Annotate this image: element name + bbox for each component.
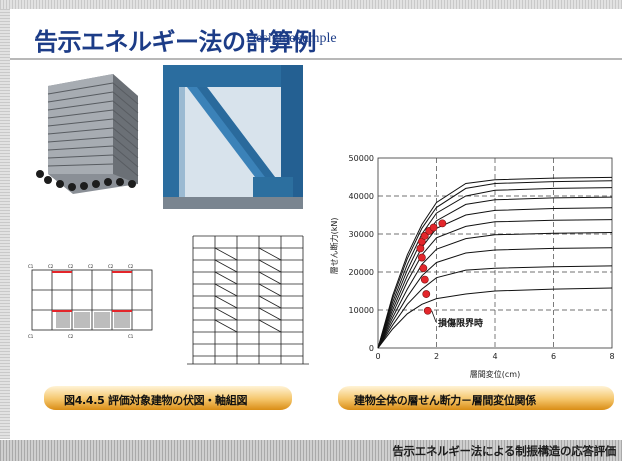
top-pattern-band [0, 0, 622, 9]
damage-point [419, 264, 428, 273]
x-axis-label: 層間変位(cm) [470, 369, 520, 379]
damage-point [429, 223, 438, 232]
frame-elevation-drawing [185, 226, 323, 374]
x-tick-label: 6 [551, 352, 556, 361]
svg-text:C2: C2 [108, 264, 114, 269]
damage-point [420, 275, 429, 284]
y-tick-label: 20000 [349, 268, 374, 277]
footer-title: 告示エネルギー法による制振構造の応答評価 [392, 444, 616, 458]
shear-drift-chart: 層せん断力(kN) 層間変位(cm) 0 10000 20000 30000 40000… [329, 154, 615, 379]
right-caption-pill [338, 386, 614, 410]
chart-grid [377, 157, 613, 349]
annotation-label: 損傷限界時 [438, 317, 483, 329]
y-tick-label: 0 [369, 344, 374, 353]
x-tick-label: 8 [609, 352, 614, 361]
damage-point [417, 253, 426, 262]
svg-text:C1: C1 [28, 334, 34, 339]
svg-text:C2: C2 [88, 264, 94, 269]
slide-subtitle: Design example [246, 31, 337, 46]
y-tick-label: 40000 [349, 192, 374, 201]
series-line-8 [377, 187, 613, 349]
damage-limit-points [416, 219, 447, 323]
brace-damper-photo [163, 65, 303, 209]
series-line-4 [377, 232, 613, 349]
y-tick-label: 50000 [349, 154, 374, 163]
x-tick-label: 4 [492, 352, 497, 361]
series-line-5 [377, 219, 613, 349]
footer-band [0, 440, 622, 461]
left-caption-pill [44, 386, 292, 410]
series-line-7 [377, 196, 613, 349]
damage-point [422, 290, 431, 298]
svg-text:C2: C2 [68, 334, 74, 339]
damage-point [438, 219, 447, 228]
right-caption: 建物全体の層せん断力－層間変位関係 [354, 394, 536, 407]
damage-point [416, 244, 425, 253]
left-caption: 図4.4.5 評価対象建物の伏図・軸組図 [64, 394, 248, 407]
x-tick-label: 2 [434, 352, 439, 361]
damage-point [423, 306, 432, 315]
svg-text:C1: C1 [128, 334, 134, 339]
building-photo [18, 66, 158, 206]
damage-point [420, 232, 429, 240]
title-area [10, 9, 622, 59]
svg-text:C1: C1 [28, 264, 34, 269]
x-tick-label: 0 [375, 352, 380, 361]
slide-title: 告示エネルギー法の計算例 [34, 28, 317, 56]
series-line-2 [377, 265, 613, 349]
series-line-10 [377, 176, 613, 349]
left-pattern-band [0, 9, 10, 439]
series-line-1 [377, 287, 613, 349]
series-line-3 [377, 247, 613, 349]
svg-text:C2: C2 [48, 264, 54, 269]
annotation-arrow [431, 310, 437, 323]
title-divider [10, 58, 622, 60]
series-line-9 [377, 180, 613, 349]
svg-text:C2: C2 [68, 264, 74, 269]
svg-text:C2: C2 [128, 264, 134, 269]
y-tick-label: 30000 [349, 230, 374, 239]
y-tick-label: 10000 [349, 306, 374, 315]
chart-ticks: 0 10000 20000 30000 40000 50000 0 2 4 6 8 [349, 154, 615, 361]
y-axis-label: 層せん断力(kN) [329, 218, 339, 275]
